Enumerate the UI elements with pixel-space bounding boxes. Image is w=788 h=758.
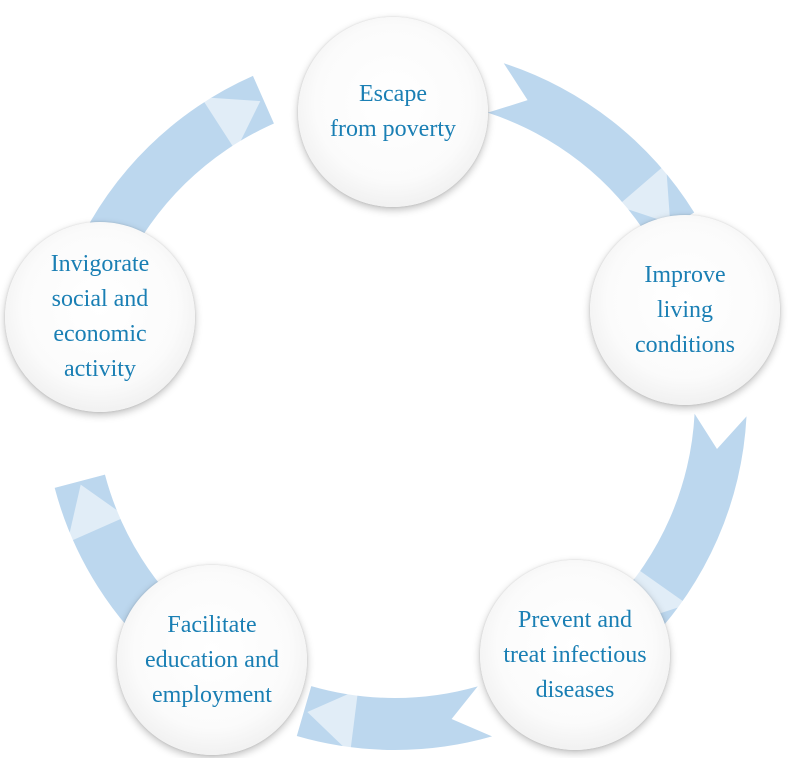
node-facilitate-education: Facilitate education and employment: [117, 565, 307, 755]
cycle-arrow-highlight: [201, 97, 261, 151]
cycle-arrow-highlight: [617, 164, 671, 224]
node-escape-poverty: Escape from poverty: [298, 17, 488, 207]
cycle-arrow-highlight: [307, 689, 359, 754]
node-label: Escape from poverty: [330, 81, 456, 142]
node-improve-living: Improve living conditions: [590, 215, 780, 405]
cycle-arrow-highlight: [67, 484, 127, 543]
node-invigorate-activity: Invigorate social and economic activity: [5, 222, 195, 412]
node-label: Improve living conditions: [635, 261, 735, 358]
node-label: Prevent and treat infectious diseases: [503, 606, 647, 703]
cycle-arrows: [54, 63, 747, 754]
node-label: Facilitate education and employment: [145, 611, 279, 708]
node-prevent-diseases: Prevent and treat infectious diseases: [480, 560, 670, 750]
node-label: Invigorate social and economic activity: [50, 251, 150, 382]
